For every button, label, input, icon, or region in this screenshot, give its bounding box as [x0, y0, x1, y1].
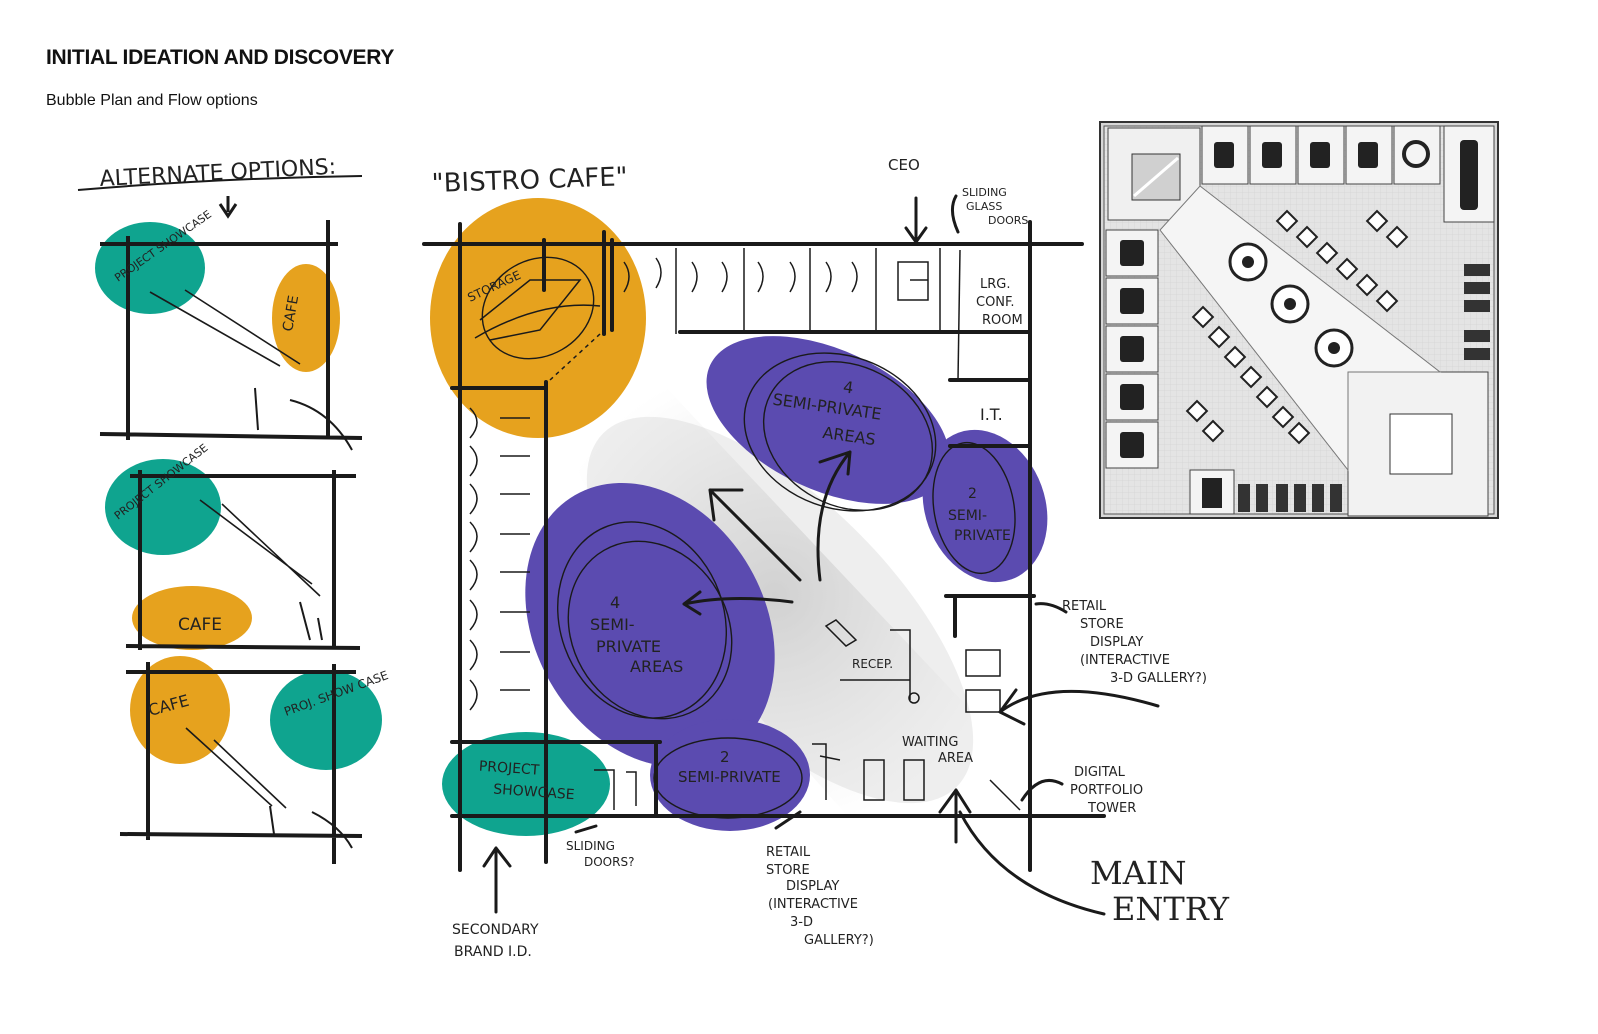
page-subtitle: Bubble Plan and Flow options — [46, 92, 258, 109]
option1-cafe-bubble — [272, 264, 340, 372]
option2-cafe-bubble — [132, 586, 252, 650]
project-showcase-label: PROJECTSHOWCASE — [477, 759, 577, 804]
option2-cafe-label: CAFE — [178, 615, 222, 635]
recep-label: RECEP. — [852, 657, 893, 671]
page-title: INITIAL IDEATION AND DISCOVERY — [46, 46, 395, 69]
option3-showcase-bubble — [270, 670, 382, 770]
option3-cafe-bubble — [130, 656, 230, 764]
bistro-cafe-bubble — [430, 198, 646, 438]
option-2: PROJECT SHOWCASE CAFE — [105, 441, 361, 650]
project-showcase-bubble — [442, 732, 610, 836]
floor-plan-render — [1099, 121, 1499, 519]
option-1: PROJECT SHOWCASE CAFE — [95, 208, 363, 451]
bistro-cafe-label: "BISTRO CAFE" — [431, 162, 628, 199]
option-3: CAFE PROJ. SHOW CASE — [119, 656, 390, 864]
alternate-options: ALTERNATE OPTIONS: PROJECT SHOWCASE CAFE… — [77, 155, 390, 864]
ceo-label: CEO — [888, 156, 920, 174]
semi-private-bottom-bubble — [650, 719, 810, 831]
option2-showcase-bubble — [105, 459, 221, 555]
circulation-flow — [540, 360, 1010, 830]
it-label: I.T. — [980, 405, 1003, 424]
semi-private-right-bubble — [922, 429, 1048, 583]
conf-room-label: LRG.CONF.ROOM — [976, 277, 1023, 328]
option1-cafe-label: CAFE — [280, 294, 302, 332]
